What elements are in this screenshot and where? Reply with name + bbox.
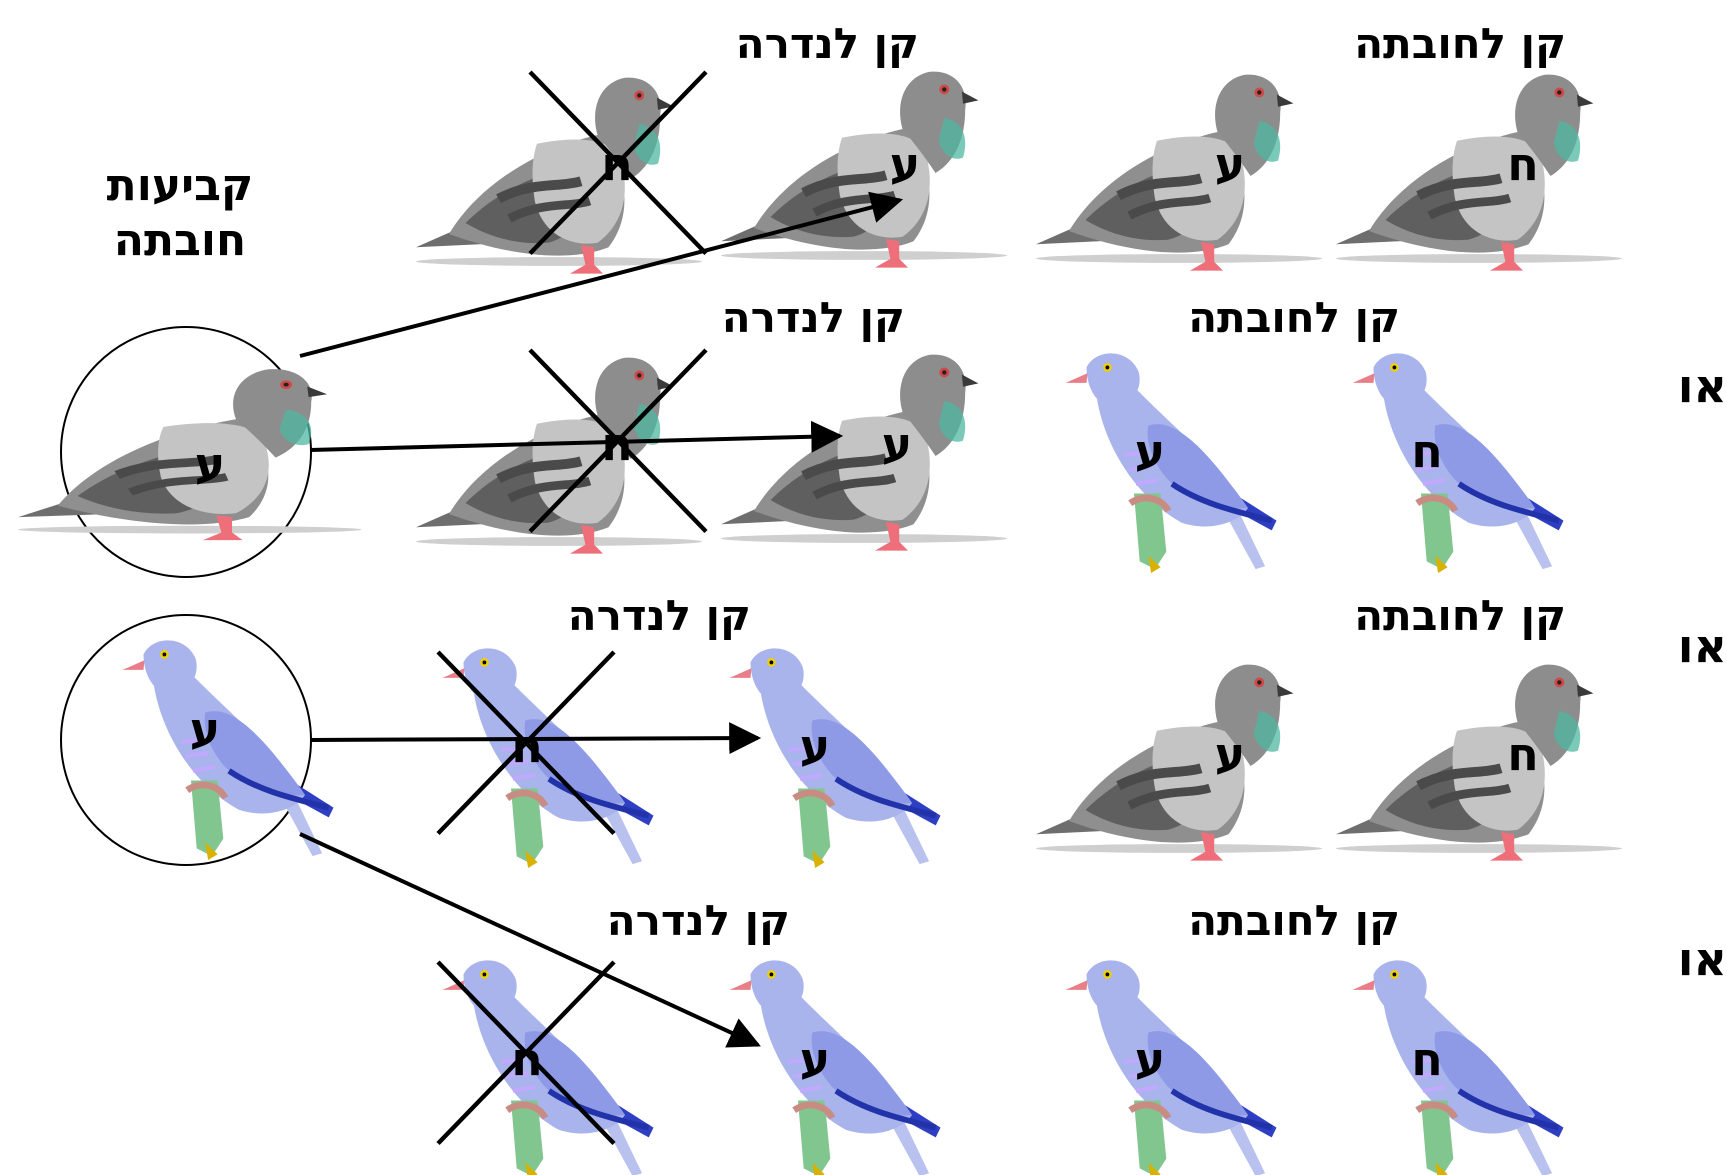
owner-gray-circle	[60, 326, 312, 578]
row1-mand-ay-pigeon-icon	[1036, 75, 1322, 271]
row3-rare-ay-letter: ע	[800, 719, 831, 773]
row4-rare-ay-letter: ע	[800, 1032, 831, 1086]
row2-rare-ay-pigeon-icon	[721, 355, 1007, 551]
row4-rare-ay-pigeon-icon	[730, 960, 941, 1175]
row1-rare-ay-letter: ע	[890, 137, 921, 191]
row1-mand-hov-letter: ח	[1507, 137, 1539, 191]
row3-mand-hov-letter: ח	[1507, 727, 1539, 781]
row3-mand-ay-letter: ע	[1215, 727, 1246, 781]
row1-mand-ay-letter: ע	[1215, 137, 1246, 191]
nest-title-rare-3: קן לנדרה	[568, 591, 751, 640]
row2-mand-ay-letter: ע	[1135, 424, 1166, 478]
row2-mand-hov-letter: ח	[1411, 424, 1443, 478]
or-word-1: או	[1678, 359, 1727, 413]
row1-rare-hov-pigeon-icon	[416, 78, 702, 274]
left-label-line2: חובתה	[114, 215, 246, 266]
row3-mand-hov-pigeon-icon	[1336, 665, 1622, 861]
row4-mand-hov-pigeon-icon	[1353, 960, 1564, 1175]
row1-rare-ay-pigeon-icon	[721, 72, 1007, 268]
arrow-icon-blue-to-row3	[309, 722, 762, 755]
row2-rare-ay-letter: ע	[882, 417, 913, 471]
row3-rare-ay-pigeon-icon	[730, 648, 941, 868]
row4-mand-ay-letter: ע	[1135, 1032, 1166, 1086]
arrow-icon-gray-to-row1	[299, 191, 904, 358]
nest-title-rare-1: קן לנדרה	[736, 19, 919, 68]
owner-gray-pigeon-icon	[18, 369, 361, 540]
row1-mand-hov-pigeon-icon	[1336, 75, 1622, 271]
owner-blue-letter: ע	[190, 702, 221, 756]
row3-rare-hov-pigeon-icon	[443, 648, 654, 868]
row4-mand-ay-pigeon-icon	[1066, 960, 1277, 1175]
arrow-icon-blue-to-row4	[299, 832, 761, 1048]
row3-mand-ay-pigeon-icon	[1036, 665, 1322, 861]
owner-gray-letter: ע	[195, 437, 226, 491]
nest-title-rare-2: קן לנדרה	[722, 293, 905, 342]
row2-mand-hov-pigeon-icon	[1353, 353, 1564, 573]
nest-title-mandatory-1: קן לחובתה	[1354, 19, 1566, 68]
row4-mand-hov-letter: ח	[1411, 1032, 1443, 1086]
row2-mand-ay-pigeon-icon	[1066, 353, 1277, 573]
owner-blue-pigeon-icon	[123, 640, 334, 860]
row4-rare-hov-pigeon-icon	[443, 960, 654, 1175]
or-word-2: או	[1678, 619, 1727, 673]
nest-title-mandatory-4: קן לחובתה	[1188, 896, 1400, 945]
or-word-3: או	[1678, 932, 1727, 986]
left-label-line1: קביעות	[107, 160, 254, 211]
nest-title-mandatory-3: קן לחובתה	[1354, 591, 1566, 640]
nest-title-mandatory-2: קן לחובתה	[1188, 293, 1400, 342]
row2-rare-hov-pigeon-icon	[416, 358, 702, 554]
arrow-icon-gray-to-row2	[309, 420, 844, 453]
nest-title-rare-4: קן לנדרה	[607, 896, 790, 945]
